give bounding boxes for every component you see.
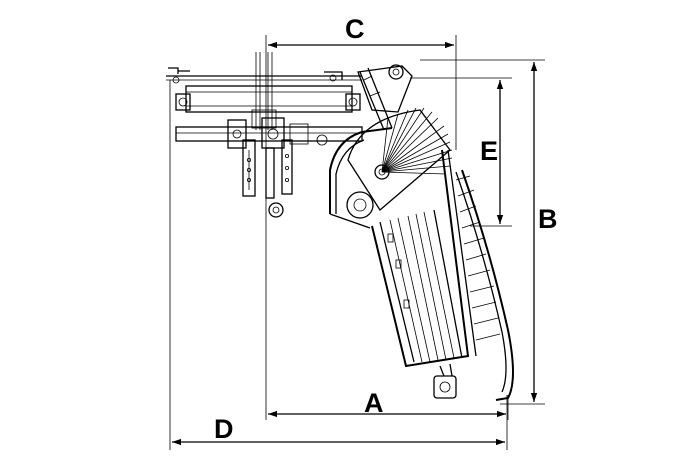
mast-rods xyxy=(251,52,277,130)
dimension-label-d: D xyxy=(214,414,234,444)
dimension-lines xyxy=(172,41,538,446)
inclined-tine-bar xyxy=(371,149,514,401)
dimension-label-c: C xyxy=(345,14,365,44)
dimension-label-e: E xyxy=(480,136,498,166)
top-frame xyxy=(166,67,362,113)
rotor-housing xyxy=(329,127,393,229)
dimension-label-b: B xyxy=(538,204,558,234)
bottom-wheel xyxy=(433,363,457,399)
tine-rotor xyxy=(347,107,453,211)
dimension-label-a: A xyxy=(364,388,384,418)
lower-rail xyxy=(175,117,363,149)
extension-lines xyxy=(169,35,545,450)
support-leg xyxy=(242,139,293,218)
